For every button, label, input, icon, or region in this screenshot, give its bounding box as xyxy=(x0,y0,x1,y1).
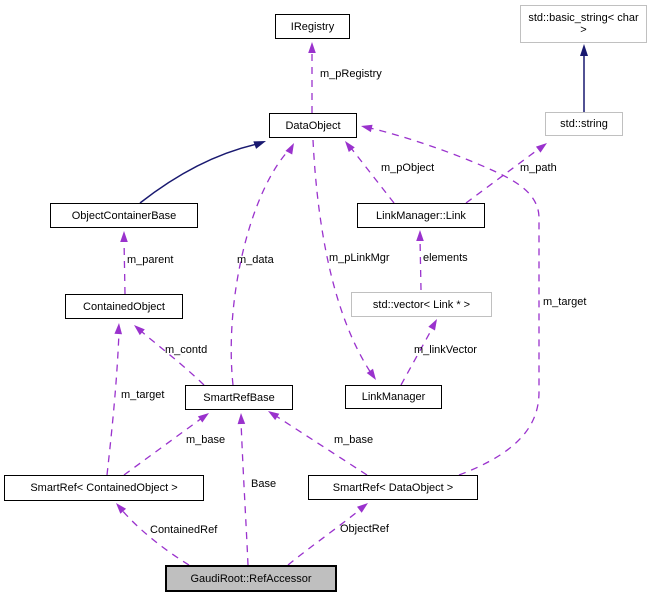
node-gaudiroot-refaccessor: GaudiRoot::RefAccessor xyxy=(165,565,337,592)
edge-label-m-contd: m_contd xyxy=(165,344,208,356)
edge-label-m-pobject: m_pObject xyxy=(381,162,435,174)
node-smartref-dataobject[interactable]: SmartRef< DataObject > xyxy=(308,475,478,500)
edge-m-base-right xyxy=(275,415,368,476)
edge-m-data xyxy=(230,149,290,386)
usage-arrowheads xyxy=(114,42,547,514)
node-linkmanager-link[interactable]: LinkManager::Link xyxy=(357,203,485,228)
edge-m-contd xyxy=(140,330,205,386)
edge-label-m-plinkmgr: m_pLinkMgr xyxy=(329,252,390,264)
edge-elements xyxy=(419,237,422,291)
node-std-string[interactable]: std::string xyxy=(545,112,623,136)
node-smartref-containedobject[interactable]: SmartRef< ContainedObject > xyxy=(4,475,204,501)
edge-m-pobject xyxy=(350,147,395,204)
node-smartrefbase[interactable]: SmartRefBase xyxy=(185,385,293,410)
edge-label-m-target-right: m_target xyxy=(543,296,587,308)
node-std-vector-link[interactable]: std::vector< Link * > xyxy=(351,292,492,317)
edge-label-m-linkvector: m_linkVector xyxy=(414,344,477,356)
inheritance-arrowheads xyxy=(253,44,588,149)
edge-label-containedref: ContainedRef xyxy=(150,524,218,536)
edge-label-m-pregistry: m_pRegistry xyxy=(320,68,382,80)
edge-label-elements: elements xyxy=(423,252,468,264)
edge-m-target-left xyxy=(106,331,120,476)
edge-inherit-objectcontainerbase xyxy=(139,143,258,204)
edge-m-target-right xyxy=(369,127,540,476)
node-iregistry[interactable]: IRegistry xyxy=(275,14,350,39)
edge-label-m-target-left: m_target xyxy=(121,389,165,401)
node-objectcontainerbase[interactable]: ObjectContainerBase xyxy=(50,203,198,228)
edge-label-m-data: m_data xyxy=(237,254,274,266)
edge-m-path xyxy=(465,147,541,204)
edge-base xyxy=(240,420,249,566)
edge-m-base-left xyxy=(123,417,203,476)
edge-label-base: Base xyxy=(251,478,277,490)
edge-objectref xyxy=(287,507,363,566)
edge-m-plinkmgr xyxy=(312,139,372,374)
edge-label-objectref: ObjectRef xyxy=(340,523,389,535)
edge-containedref xyxy=(120,508,190,566)
edge-label-m-base-left: m_base xyxy=(186,434,226,446)
node-linkmanager[interactable]: LinkManager xyxy=(345,385,442,409)
edge-m-parent xyxy=(123,238,126,295)
node-std-basic-string[interactable]: std::basic_string< char > xyxy=(520,5,647,43)
edge-label-m-parent: m_parent xyxy=(127,254,174,266)
node-containedobject[interactable]: ContainedObject xyxy=(65,294,183,319)
edge-label-m-path: m_path xyxy=(520,162,557,174)
node-dataobject[interactable]: DataObject xyxy=(269,113,357,138)
edge-label-m-base-right: m_base xyxy=(334,434,374,446)
edge-m-linkvector xyxy=(400,326,434,386)
